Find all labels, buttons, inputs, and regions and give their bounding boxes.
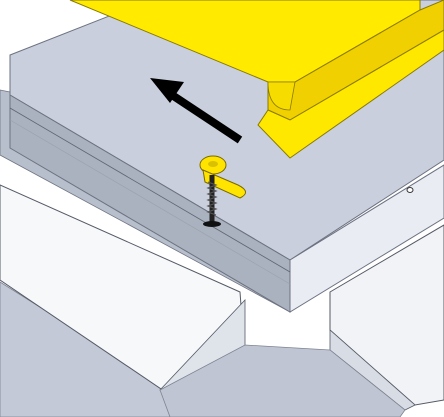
yellow-block-corner <box>267 81 296 111</box>
panel-lip-line-2 <box>9 119 291 285</box>
direction-arrow-shaft <box>169 91 243 144</box>
lower-floor-strip <box>159 344 406 417</box>
panel-lip-line <box>9 107 291 273</box>
right-channel-insert-fold <box>329 292 416 411</box>
yellow-block-base <box>257 29 444 159</box>
screw <box>203 175 221 227</box>
direction-arrow-head <box>150 78 184 103</box>
panel-hole <box>406 187 414 193</box>
